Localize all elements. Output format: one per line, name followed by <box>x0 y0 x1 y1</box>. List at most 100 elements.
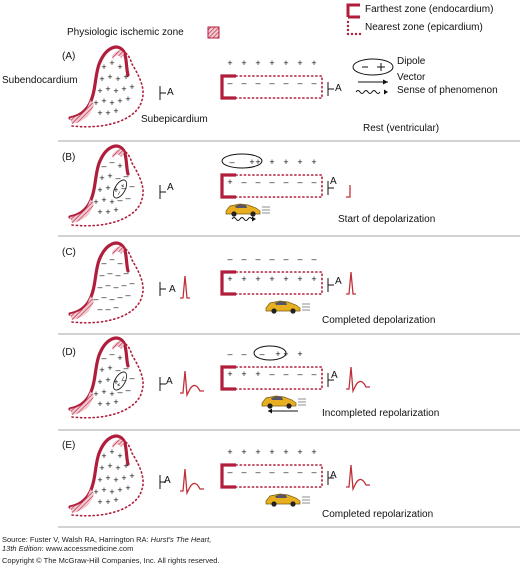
wall-charge: + <box>113 106 118 116</box>
wall-charge: – <box>129 181 134 191</box>
wall-charge: – <box>97 304 102 314</box>
wall-charge: – <box>115 173 120 183</box>
wall-charge: – <box>101 258 106 268</box>
lead-label: A <box>167 87 174 98</box>
wall-charge: + <box>113 86 118 96</box>
strip-inner-charge: – <box>255 177 260 187</box>
vector-arrow-head <box>268 408 272 414</box>
wall-charge: + <box>109 58 114 68</box>
strip-inner-charge: – <box>311 78 316 88</box>
lead-label: A <box>331 370 338 381</box>
strip-top-charge: – <box>283 254 288 264</box>
strip-top-charge: – <box>241 349 246 359</box>
source-prefix: Source: Fuster V, Walsh RA, Harrington R… <box>2 535 151 544</box>
wall-charge: + <box>107 171 112 181</box>
wall-charge: + <box>105 183 110 193</box>
wall-charge: + <box>123 461 128 471</box>
epicardium-wall <box>71 51 144 128</box>
lead-label: A <box>335 276 342 287</box>
dipole-sign: + <box>275 349 280 359</box>
strip-inner-charge: – <box>297 177 302 187</box>
panel-b: ––+++––+++––+++––+++–++–+–+–+–+–+––+ <box>68 144 351 227</box>
heart-ecg-trace <box>180 275 190 299</box>
caption-completed-depolarization: Completed depolarization <box>322 315 436 326</box>
panel-letter-a: (A) <box>62 51 76 62</box>
wall-charge: + <box>101 387 106 397</box>
car-wheel <box>271 501 277 507</box>
strip-inner-charge: + <box>283 274 288 284</box>
wall-charge: – <box>121 280 126 290</box>
source-edition: 13th Edition <box>2 544 42 553</box>
ischemic-zone <box>112 50 124 60</box>
caption-start-depolarization: Start of depolarization <box>338 214 436 225</box>
car-window <box>275 301 287 305</box>
strip-inner-charge: – <box>269 78 274 88</box>
strip-dipole <box>253 345 287 361</box>
wall-charge: + <box>105 207 110 217</box>
wall-charge: – <box>99 270 104 280</box>
car-icon <box>261 395 306 409</box>
lead-label: A <box>335 83 342 94</box>
strip-inner-charge: – <box>311 177 316 187</box>
wall-charge: + <box>129 471 134 481</box>
caption-incompleted-repolarization: Incompleted repolarization <box>322 408 440 419</box>
nearest-zone-symbol <box>346 20 362 36</box>
wall-charge: + <box>93 197 98 207</box>
dipole-symbol <box>352 58 394 76</box>
wall-charge: – <box>93 294 98 304</box>
dipole-sign: + <box>249 157 254 167</box>
lead-label: A <box>330 176 337 187</box>
strip-top-charge: + <box>311 157 316 167</box>
wall-charge: + <box>117 485 122 495</box>
car-wheel <box>286 403 292 409</box>
wall-charge: + <box>99 173 104 183</box>
car-wheel <box>271 308 277 314</box>
strip-inner-charge: + <box>227 274 232 284</box>
strip-inner-charge: – <box>283 177 288 187</box>
wall-charge: + <box>101 485 106 495</box>
wall-charge: – <box>109 157 114 167</box>
endocardium-wall <box>68 241 130 316</box>
strip-top-charge: + <box>269 58 274 68</box>
wall-dipole: +– <box>112 371 127 391</box>
car-icon <box>225 203 270 217</box>
wall-charge: + <box>121 473 126 483</box>
source-site: : www.accessmedicine.com <box>41 544 134 553</box>
wall-charge: + <box>97 475 102 485</box>
wall-charge: – <box>109 254 114 264</box>
wall-charge: + <box>93 98 98 108</box>
strip-ecg-trace <box>346 185 351 198</box>
strip-inner-charge: + <box>269 274 274 284</box>
car-wheel <box>290 501 296 507</box>
strip-inner-charge: – <box>269 177 274 187</box>
wall-charge: – <box>109 349 114 359</box>
wall-charge: + <box>129 82 134 92</box>
dipole-sign: + <box>115 382 123 389</box>
wall-charge: + <box>97 108 102 118</box>
panel-letter-d: (D) <box>62 347 76 358</box>
ischemic-zone <box>112 246 124 256</box>
wall-charge: + <box>93 487 98 497</box>
wall-charge: + <box>117 62 122 72</box>
wall-charge: + <box>113 205 118 215</box>
strip-top-charge: – <box>255 254 260 264</box>
sense-wave <box>231 217 253 221</box>
dipole-sign: – <box>259 349 264 359</box>
endocardium-wall <box>68 434 130 509</box>
panel-e: +++++++++++++++++++++–+–+–+–+–+–+– <box>68 434 370 517</box>
wall-charge: + <box>99 463 104 473</box>
epicardium-wall <box>71 150 144 227</box>
wall-charge: – <box>123 363 128 373</box>
wall-charge: + <box>101 195 106 205</box>
endocardium-wall <box>68 336 130 411</box>
wall-charge: + <box>101 451 106 461</box>
wall-charge: + <box>125 483 130 493</box>
ischemic-zone <box>112 341 124 351</box>
wall-charge: – <box>115 365 120 375</box>
wall-charge: + <box>113 397 118 407</box>
lead-label: A <box>330 470 337 481</box>
wall-charge: + <box>105 473 110 483</box>
wall-charge: + <box>97 497 102 507</box>
wall-charge: + <box>97 185 102 195</box>
